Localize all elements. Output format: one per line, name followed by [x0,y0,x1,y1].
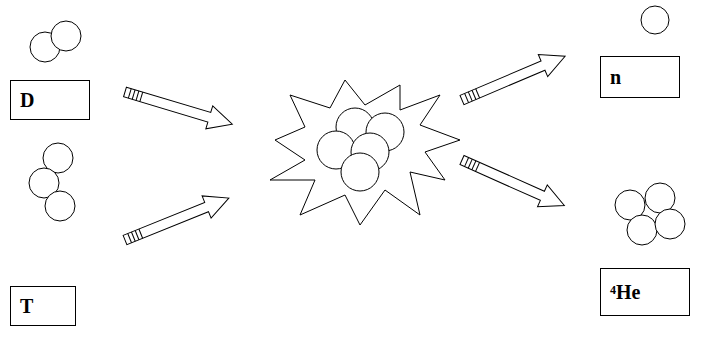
particle-label: D [11,89,34,112]
hollow-arrow [122,81,236,136]
tritium-nucleus [29,143,75,221]
hollow-arrow [121,187,234,251]
helium-nucleus [615,183,685,245]
label-box: D [10,80,90,120]
label-box: ⁴He [600,268,690,316]
fusion-burst [270,80,460,225]
neutron [641,6,669,34]
fused-nucleons [317,108,404,191]
particle-label: n [601,66,621,89]
particle-label: ⁴He [601,281,640,304]
hollow-arrow [457,149,569,216]
hollow-arrow [457,45,569,111]
label-box: T [10,286,76,326]
label-box: n [600,56,680,98]
particle-label: T [11,295,33,318]
deuterium-nucleus [30,21,81,62]
